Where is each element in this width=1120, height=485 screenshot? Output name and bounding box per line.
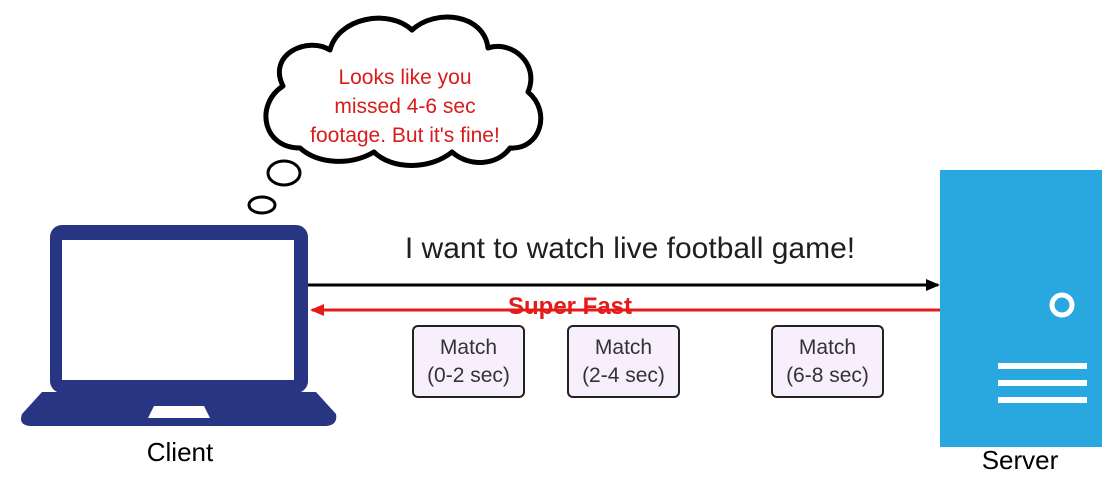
- chunk-box-3: Match (6-8 sec): [771, 325, 884, 398]
- chunk-range: (0-2 sec): [427, 363, 510, 387]
- chunk-title: Match: [439, 335, 498, 359]
- thought-line-1: Looks like you: [338, 66, 472, 89]
- laptop-icon: [21, 225, 337, 426]
- request-label: I want to watch live football game!: [404, 232, 856, 265]
- chunk-box-2: Match (2-4 sec): [567, 325, 680, 398]
- chunk-range: (6-8 sec): [786, 363, 869, 387]
- server-icon: [940, 170, 1102, 447]
- chunk-box-1: Match (0-2 sec): [412, 325, 525, 398]
- thought-cloud-icon: [263, 14, 544, 168]
- chunk-title: Match: [594, 335, 653, 359]
- chunk-title: Match: [798, 335, 857, 359]
- response-label: Super Fast: [507, 293, 633, 320]
- thought-bubble-text: Looks like you missed 4-6 sec footage. B…: [295, 63, 515, 150]
- thought-line-2: missed 4-6 sec: [334, 95, 476, 118]
- server-label: Server: [981, 445, 1059, 475]
- thought-dot-large: [266, 159, 302, 187]
- chunk-range: (2-4 sec): [582, 363, 665, 387]
- client-label: Client: [146, 437, 214, 467]
- thought-line-3: footage. But it's fine!: [310, 124, 500, 147]
- thought-dot-small: [247, 195, 277, 215]
